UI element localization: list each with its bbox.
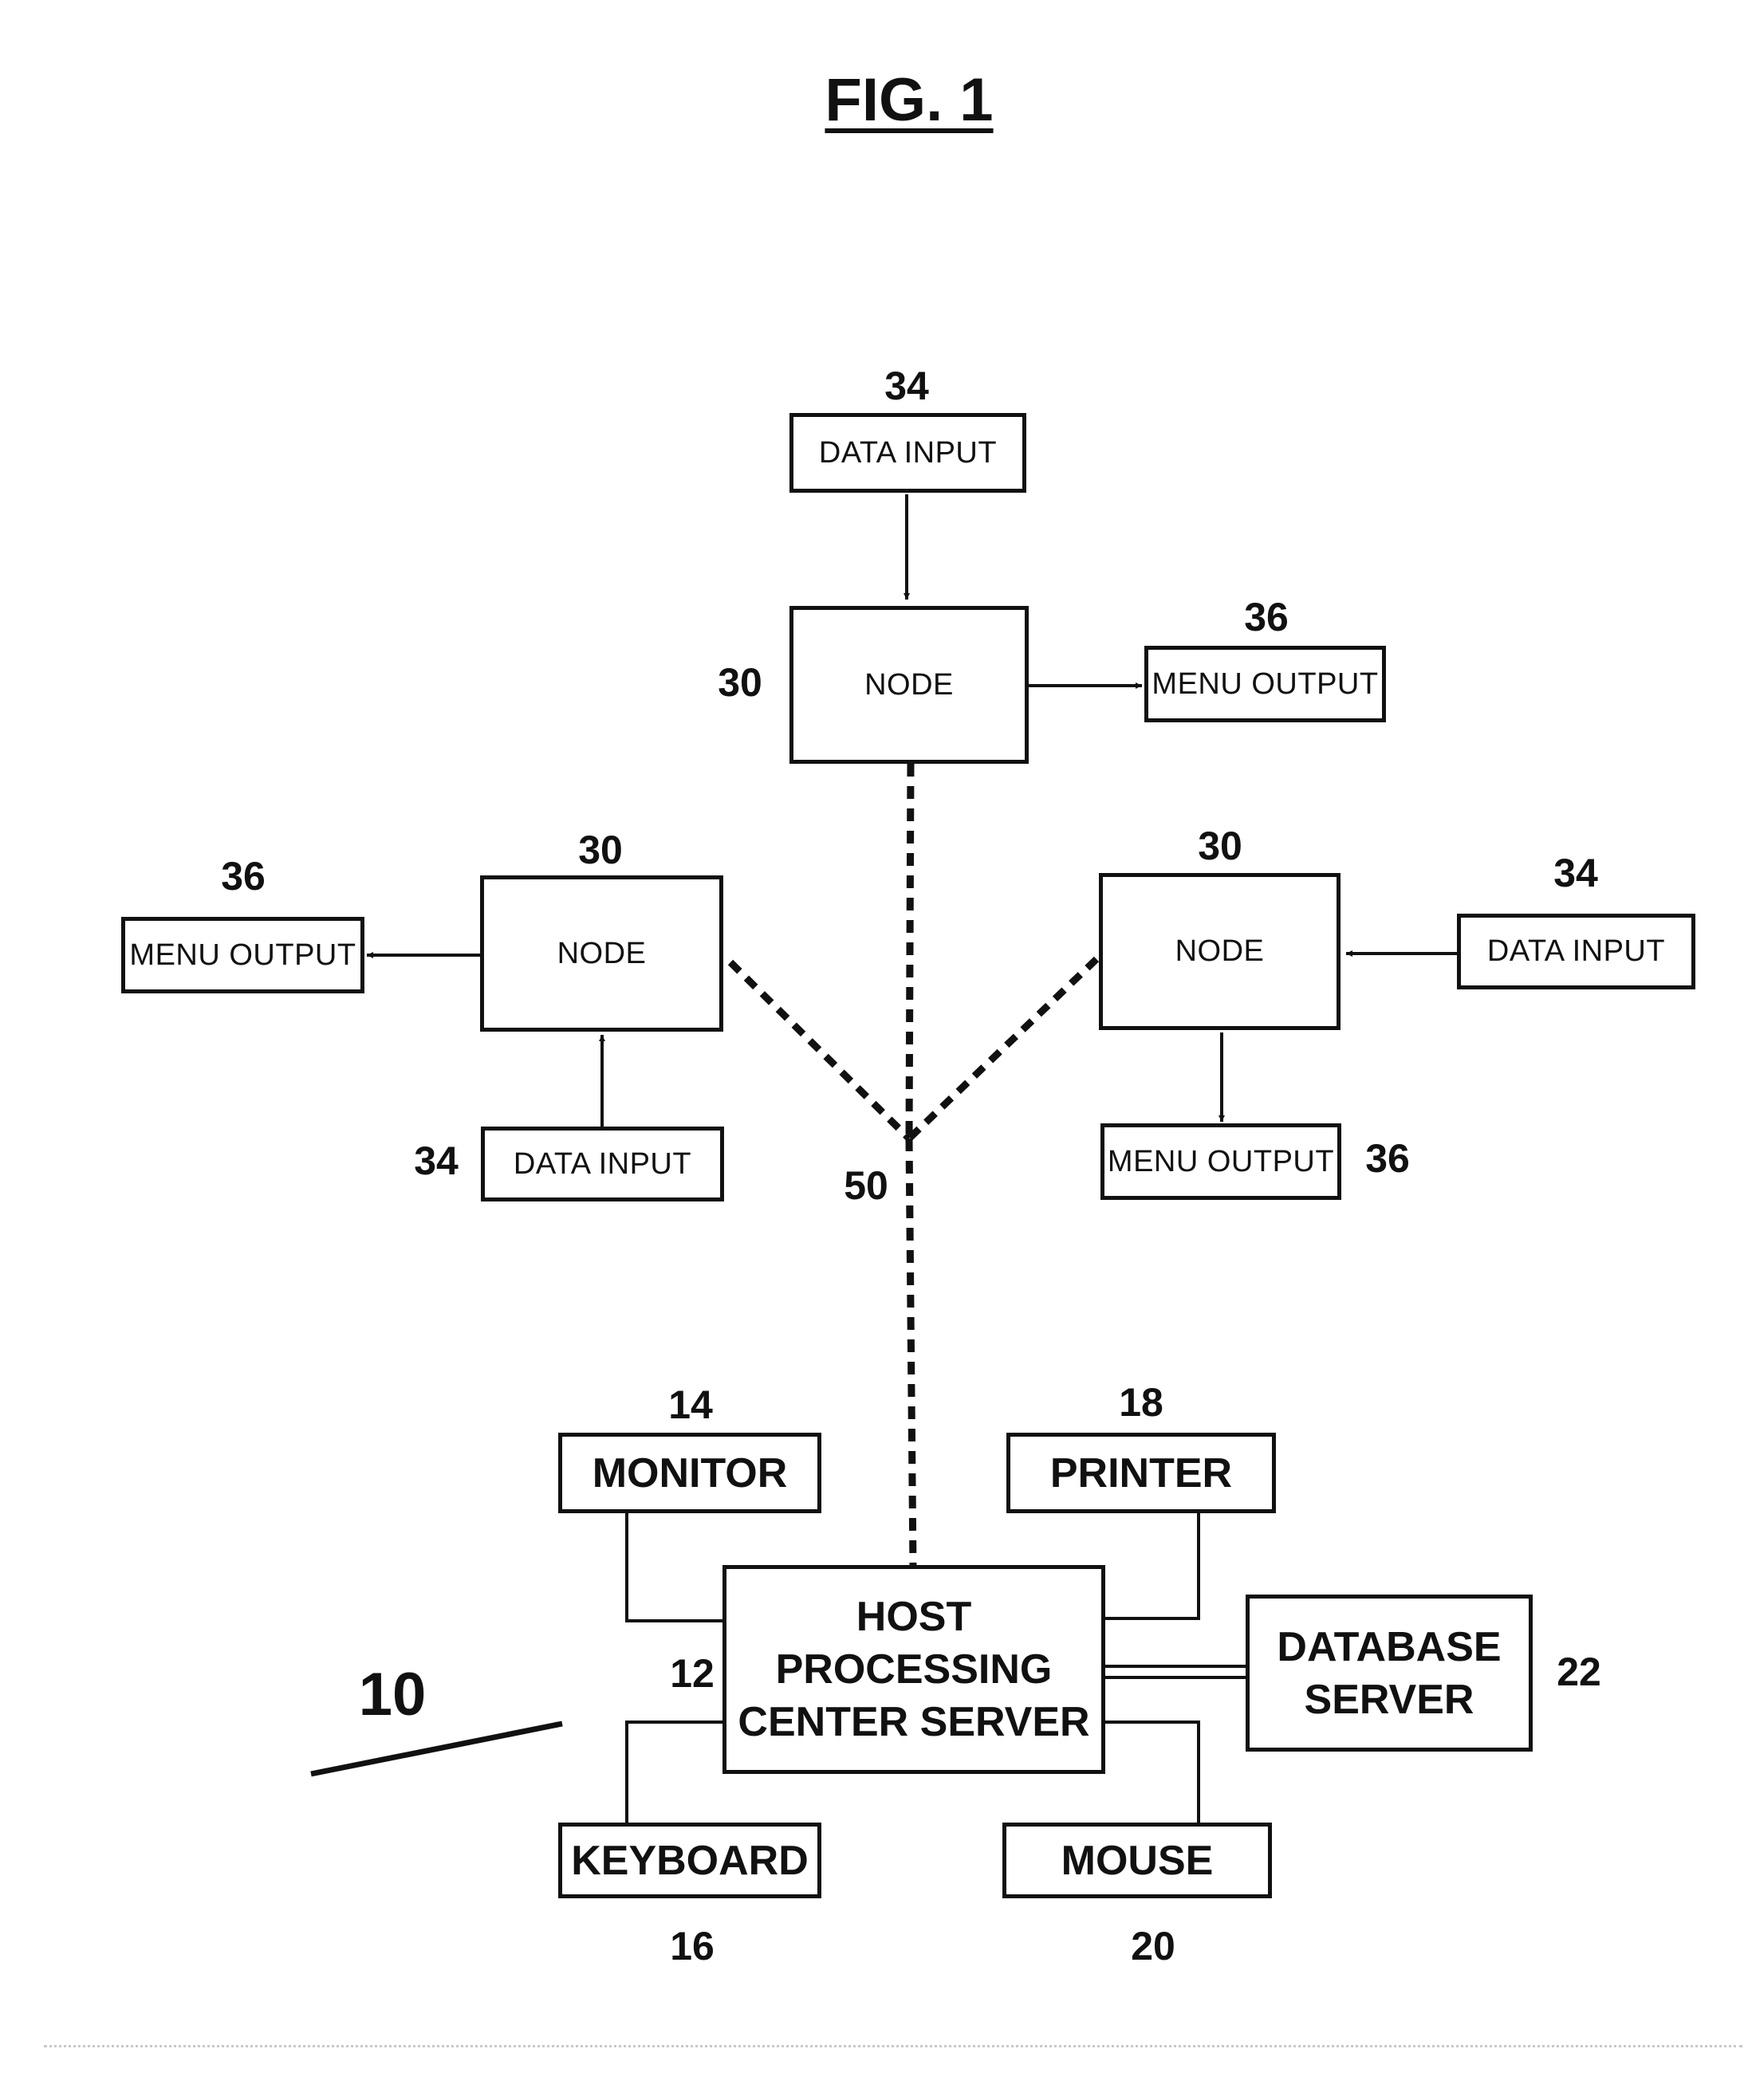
- link-keyboard: [627, 1722, 727, 1823]
- ref-network: 50: [844, 1162, 888, 1209]
- ref-menu-output-top: 36: [1244, 594, 1289, 640]
- ref-monitor: 14: [668, 1382, 713, 1428]
- data-input-top: DATA INPUT: [789, 413, 1026, 493]
- database-server-box: DATABASE SERVER: [1246, 1595, 1533, 1752]
- ref-host: 12: [670, 1650, 715, 1697]
- printer-box: PRINTER: [1006, 1433, 1276, 1513]
- data-input-left: DATA INPUT: [481, 1127, 724, 1201]
- node-top: NODE: [789, 606, 1029, 764]
- ref-menu-output-right: 36: [1365, 1135, 1410, 1182]
- data-input-right: DATA INPUT: [1457, 914, 1695, 989]
- keyboard-box: KEYBOARD: [558, 1823, 821, 1898]
- network-line-left-node: [730, 962, 909, 1138]
- ref-mouse: 20: [1131, 1923, 1175, 1969]
- ref-database: 22: [1557, 1649, 1601, 1695]
- menu-output-left: MENU OUTPUT: [121, 917, 364, 993]
- menu-output-top: MENU OUTPUT: [1144, 646, 1386, 722]
- ref-data-input-left: 34: [414, 1138, 459, 1184]
- menu-output-right: MENU OUTPUT: [1100, 1123, 1341, 1200]
- ref-node-left: 30: [578, 827, 623, 873]
- host-server-box: HOST PROCESSING CENTER SERVER: [722, 1565, 1105, 1774]
- ref-menu-output-left: 36: [221, 853, 266, 899]
- ref-node-top: 30: [718, 659, 762, 706]
- mouse-box: MOUSE: [1002, 1823, 1272, 1898]
- link-monitor: [627, 1513, 727, 1621]
- ref-system: 10: [359, 1660, 427, 1729]
- network-line-right-node: [909, 959, 1096, 1138]
- ref-keyboard: 16: [670, 1923, 715, 1969]
- ref-printer: 18: [1119, 1379, 1163, 1426]
- network-line-host: [909, 1138, 913, 1569]
- link-mouse: [1104, 1722, 1199, 1823]
- link-printer: [1104, 1513, 1199, 1618]
- page-footer-rule: [44, 2045, 1742, 2047]
- ref-data-input-top: 34: [884, 363, 929, 409]
- node-left: NODE: [480, 875, 723, 1032]
- ref-data-input-right: 34: [1553, 850, 1598, 896]
- monitor-box: MONITOR: [558, 1433, 821, 1513]
- network-line-top-node: [909, 764, 911, 1138]
- arrow-system-ref: [311, 1724, 562, 1774]
- ref-node-right: 30: [1198, 823, 1242, 869]
- node-right: NODE: [1099, 873, 1341, 1030]
